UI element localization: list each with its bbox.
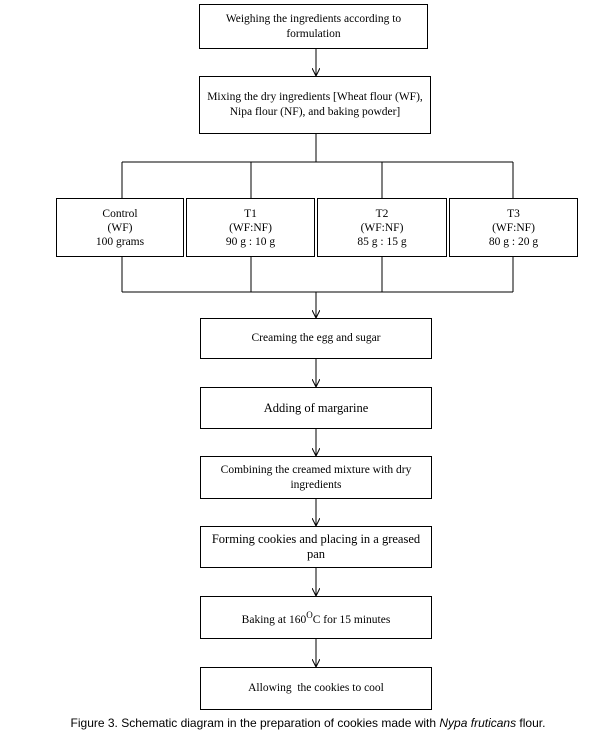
step-forming: Forming cookies and placing in a greased…: [200, 526, 432, 568]
treatment-t2-name: T2: [375, 207, 389, 220]
treatment-t3-name: T3: [507, 207, 520, 220]
degree-superscript: O: [306, 609, 313, 620]
step-combining: Combining the creamed mixture with dry i…: [200, 456, 432, 499]
treatment-control: Control (WF) 100 grams: [56, 198, 184, 257]
figure-caption: Figure 3. Schematic diagram in the prepa…: [30, 716, 586, 730]
treatment-control-ratio-label: (WF): [107, 221, 133, 234]
step-weighing-label: Weighing the ingredients according to fo…: [225, 12, 402, 40]
treatment-t2-amount: 85 g : 15 g: [357, 235, 407, 248]
treatment-t1-name: T1: [244, 207, 257, 220]
step-mixing-label: Mixing the dry ingredients [Wheat flour …: [207, 91, 423, 118]
step-cooling-label: Allowing the cookies to cool: [248, 682, 384, 694]
step-baking-suffix: C for 15 minutes: [312, 613, 391, 626]
step-creaming: Creaming the egg and sugar: [200, 318, 432, 359]
caption-suffix: flour.: [516, 716, 546, 730]
treatment-t2: T2 (WF:NF) 85 g : 15 g: [317, 198, 447, 257]
step-cooling: Allowing the cookies to cool: [200, 667, 432, 710]
step-weighing: Weighing the ingredients according to fo…: [199, 4, 428, 49]
step-mixing: Mixing the dry ingredients [Wheat flour …: [199, 76, 431, 134]
step-baking-label: Baking at 160OC for 15 minutes: [242, 608, 391, 628]
treatment-t1-ratio-label: (WF:NF): [229, 221, 272, 234]
caption-prefix: Figure 3. Schematic diagram in the prepa…: [70, 716, 440, 730]
treatment-t1: T1 (WF:NF) 90 g : 10 g: [186, 198, 315, 257]
step-adding-margarine: Adding of margarine: [200, 387, 432, 429]
treatment-control-name: Control: [102, 207, 138, 220]
step-baking: Baking at 160OC for 15 minutes: [200, 596, 432, 639]
treatment-t1-amount: 90 g : 10 g: [225, 235, 276, 248]
treatment-t3-amount: 80 g : 20 g: [488, 235, 539, 248]
treatment-t2-ratio-label: (WF:NF): [360, 221, 404, 234]
step-combining-label: Combining the creamed mixture with dry i…: [220, 463, 412, 491]
caption-species: Nypa fruticans: [439, 716, 517, 730]
step-creaming-label: Creaming the egg and sugar: [251, 332, 381, 344]
step-baking-prefix: Baking at 160: [241, 613, 307, 626]
step-forming-label: Forming cookies and placing in a greased…: [211, 532, 421, 561]
step-adding-margarine-label: Adding of margarine: [263, 400, 369, 415]
treatment-t3: T3 (WF:NF) 80 g : 20 g: [449, 198, 578, 257]
treatment-t3-ratio-label: (WF:NF): [492, 221, 535, 234]
treatment-control-amount: 100 grams: [95, 235, 145, 248]
